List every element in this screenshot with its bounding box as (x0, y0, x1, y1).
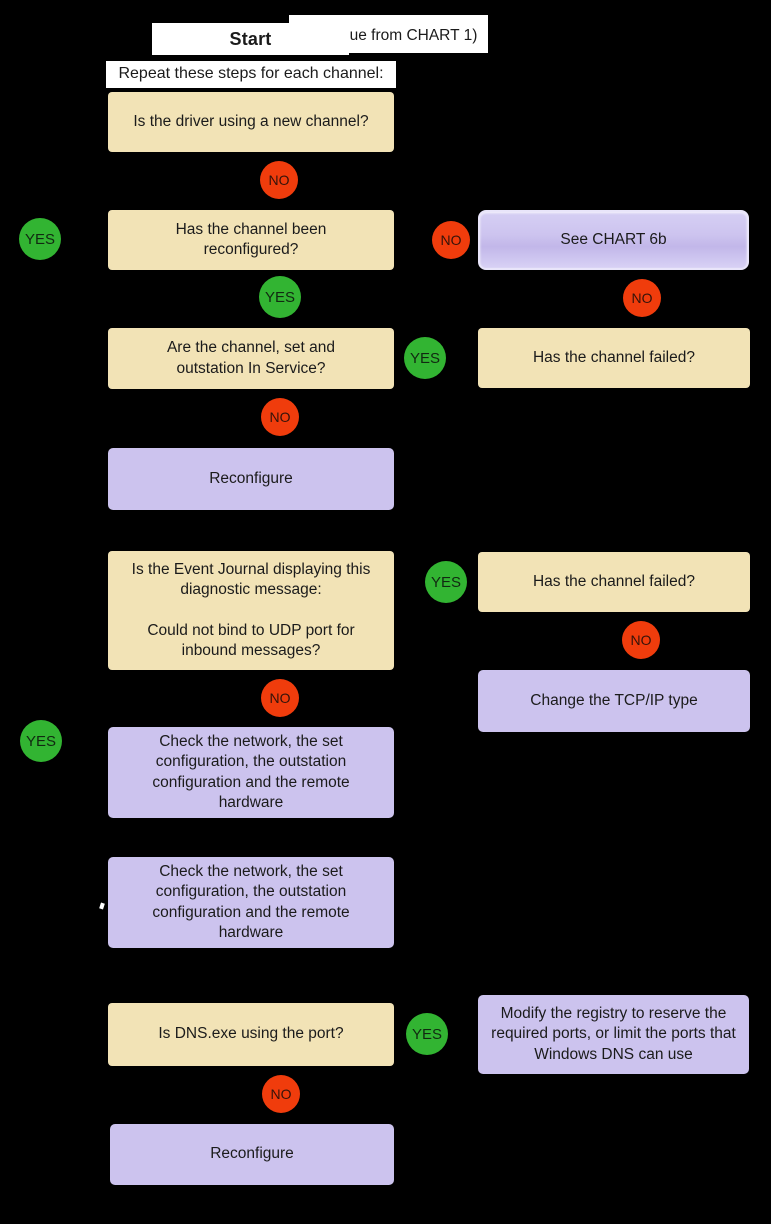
start-box: Start (152, 23, 349, 55)
stray-mark (99, 902, 105, 910)
yes-badge-3: YES (425, 561, 467, 603)
action-check-network-1: Check the network, the set configuration… (108, 727, 394, 818)
yes-badge-1: YES (259, 276, 301, 318)
question-channel-failed-1: Has the channel failed? (478, 328, 750, 388)
action-change-tcp-type: Change the TCP/IP type (478, 670, 750, 732)
action-see-chart-6b: See CHART 6b (478, 210, 749, 270)
no-badge-2: NO (432, 221, 470, 259)
question-dns-port: Is DNS.exe using the port? (108, 1003, 394, 1066)
repeat-note: Repeat these steps for each channel: (106, 61, 396, 88)
question-channel-failed-2: Has the channel failed? (478, 552, 750, 612)
question-new-channel: Is the driver using a new channel? (108, 92, 394, 152)
yes-badge-4: YES (406, 1013, 448, 1055)
question-reconfigured: Has the channel been reconfigured? (108, 210, 394, 270)
start-label: Start (229, 28, 272, 49)
action-reconfigure-2: Reconfigure (110, 1124, 394, 1185)
no-badge-5: NO (622, 621, 660, 659)
yes-badge-left-1: YES (19, 218, 61, 260)
no-badge-3: NO (623, 279, 661, 317)
no-badge-7: NO (262, 1075, 300, 1113)
yes-badge-2: YES (404, 337, 446, 379)
action-modify-registry: Modify the registry to reserve the requi… (478, 995, 749, 1074)
question-event-journal: Is the Event Journal displaying this dia… (108, 551, 394, 670)
action-check-network-2: Check the network, the set configuration… (108, 857, 394, 948)
no-badge-4: NO (261, 398, 299, 436)
yes-badge-left-2: YES (20, 720, 62, 762)
action-reconfigure-1: Reconfigure (108, 448, 394, 510)
no-badge-1: NO (260, 161, 298, 199)
question-in-service: Are the channel, set and outstation In S… (108, 328, 394, 389)
no-badge-6: NO (261, 679, 299, 717)
